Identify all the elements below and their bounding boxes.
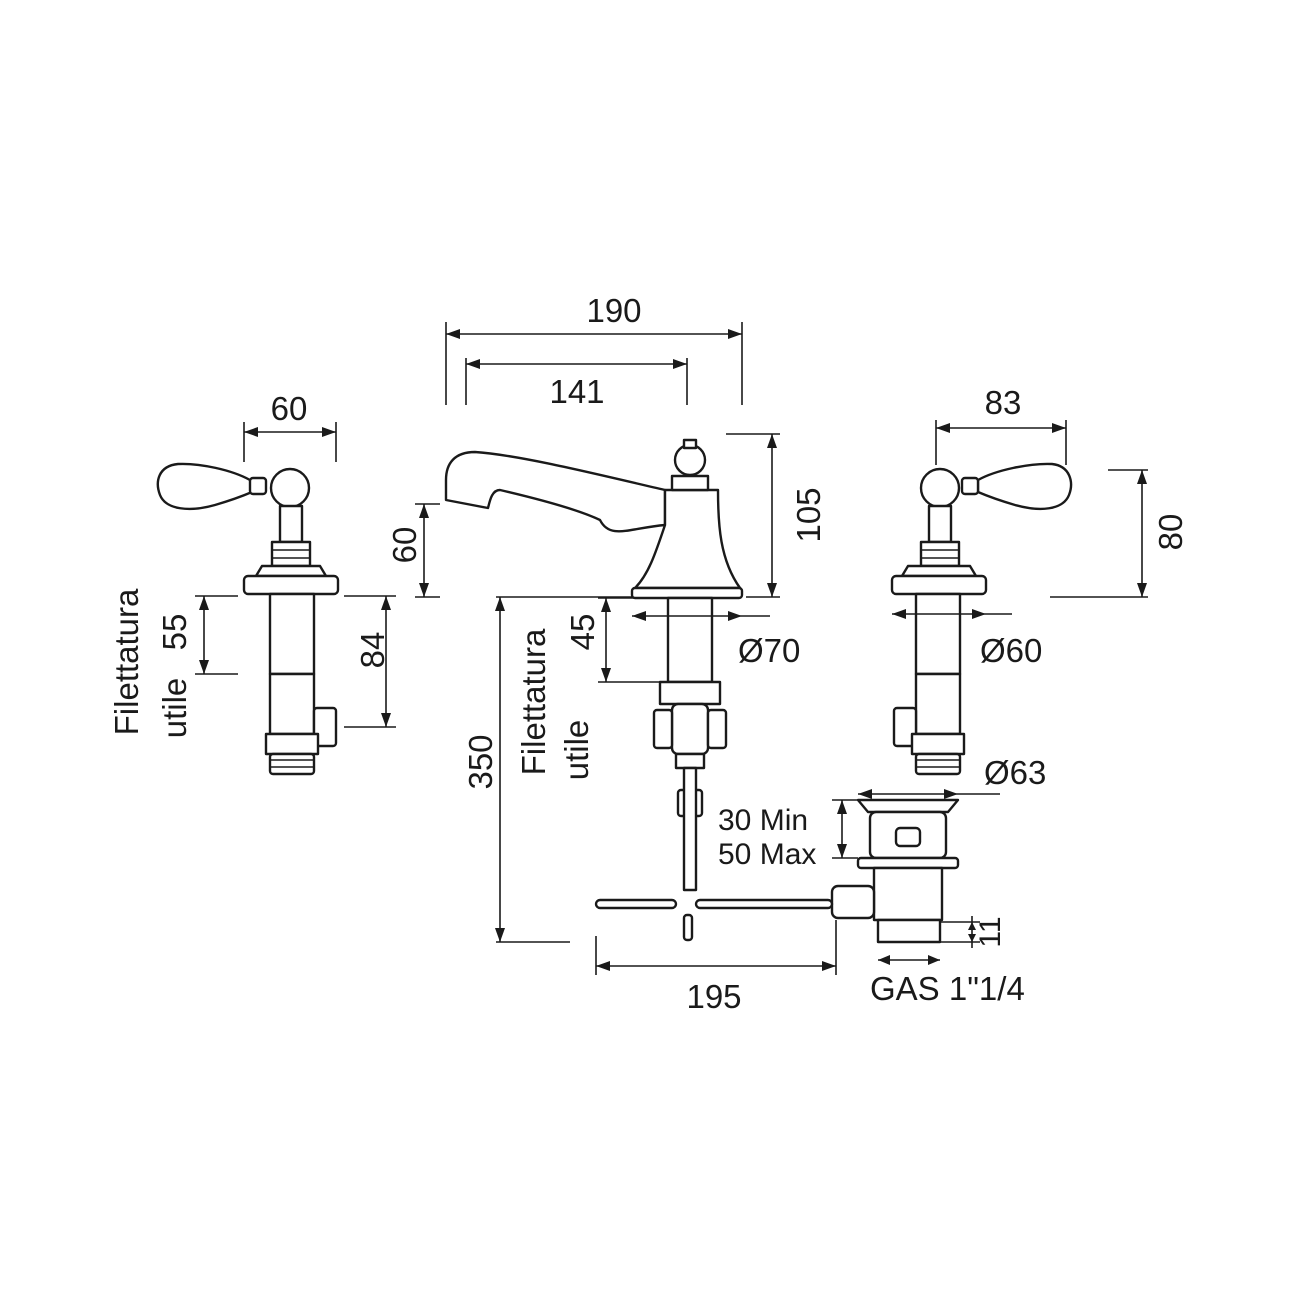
- drain-tube: [872, 866, 944, 922]
- drain-pull-rod-right: [694, 898, 834, 910]
- left-lever-neck: [248, 476, 268, 496]
- dim-label-83: 83: [985, 384, 1022, 421]
- right-valve-cap: [919, 467, 961, 509]
- spout-right-outlet: [706, 708, 728, 750]
- drain-body: [868, 810, 948, 860]
- dim-label-84: 84: [354, 632, 391, 669]
- drain-tailpiece: [876, 918, 942, 944]
- dim-label-diameter-60: Ø60: [980, 632, 1042, 669]
- dim-label-drain-min: 30 Min: [718, 804, 808, 837]
- right-valve-collar: [900, 564, 978, 578]
- drain-flange: [856, 798, 960, 814]
- spout-top-cap: [670, 474, 710, 492]
- dim-label-55: 55: [156, 614, 193, 651]
- dim-label-drain-max: 50 Max: [718, 838, 816, 871]
- left-valve-connector: [268, 752, 316, 776]
- left-valve-cap: [269, 467, 311, 509]
- drain-locknut: [856, 856, 960, 870]
- dim-label-190: 190: [586, 292, 641, 329]
- left-thread-label-word1: Filettatura: [108, 588, 145, 735]
- drain-window: [894, 826, 922, 848]
- dim-label-11: 11: [974, 916, 1007, 947]
- right-valve: [890, 462, 1073, 776]
- drain-pull-rod-left: [594, 898, 678, 910]
- dim-label-diameter-70: Ø70: [738, 632, 800, 669]
- spout-hex-nut: [658, 680, 722, 706]
- spout-crystal-knob: [673, 443, 707, 477]
- left-thread-label-word2: utile: [156, 678, 193, 739]
- left-valve-flange: [242, 574, 340, 596]
- right-valve-threaded-body: [914, 592, 962, 676]
- spout-tee-body: [670, 702, 710, 756]
- left-lever-crystal: [156, 462, 254, 511]
- spout-tube-end: [682, 913, 694, 942]
- spout-lower-nut: [674, 752, 706, 770]
- dim-label-350: 350: [462, 734, 499, 789]
- left-valve-body: [268, 672, 316, 736]
- right-lever-crystal: [976, 462, 1073, 511]
- left-valve-stem: [278, 504, 304, 544]
- dimension-lines: [195, 322, 1148, 975]
- dim-label-60-spout: 60: [386, 527, 423, 564]
- spout-knob-tip: [682, 438, 698, 450]
- dim-label-105: 105: [790, 487, 827, 542]
- right-valve-flange: [890, 574, 988, 596]
- drain-pivot-nut: [830, 884, 876, 920]
- right-valve-lower-nut: [910, 732, 966, 756]
- right-valve-stem: [927, 504, 953, 544]
- dimension-labels: 190 141 60 83 60 105 80 55 84 45 350 Ø70…: [108, 292, 1189, 1015]
- dim-label-60-left-handle: 60: [271, 390, 308, 427]
- dim-label-gas-thread: GAS 1"1/4: [870, 970, 1025, 1007]
- left-valve-nut: [270, 540, 312, 568]
- left-valve-side-outlet: [312, 706, 338, 748]
- spout-thread-label-word2: utile: [558, 720, 595, 781]
- right-valve-side-outlet: [892, 706, 918, 748]
- dim-label-80: 80: [1152, 514, 1189, 551]
- left-valve-lower-nut: [264, 732, 320, 756]
- right-valve-nut: [919, 540, 961, 568]
- right-valve-connector: [914, 752, 962, 776]
- left-valve-collar: [254, 564, 328, 578]
- spout-feed-tube: [682, 766, 698, 892]
- popup-drain: [594, 798, 960, 944]
- dim-label-diameter-63: Ø63: [984, 754, 1046, 791]
- spout-base-flange: [630, 586, 744, 600]
- spout-assembly: [444, 438, 744, 942]
- right-valve-body: [914, 672, 962, 736]
- right-lever-neck: [960, 476, 980, 496]
- spout-threaded-shank: [666, 596, 714, 684]
- spout-left-outlet: [652, 708, 674, 750]
- dim-label-45: 45: [564, 614, 601, 651]
- left-valve: [156, 462, 340, 776]
- spout-thread-label-word1: Filettatura: [515, 628, 552, 775]
- left-valve-threaded-body: [268, 592, 316, 676]
- dim-label-141: 141: [549, 373, 604, 410]
- spout: [444, 450, 667, 533]
- dim-label-195: 195: [686, 978, 741, 1015]
